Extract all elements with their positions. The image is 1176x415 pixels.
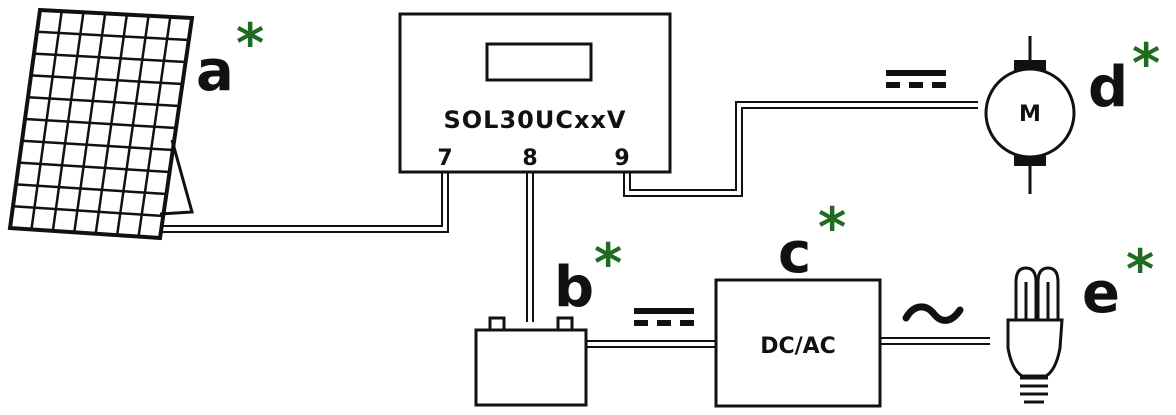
wire-inverter-to-lamp <box>880 337 990 345</box>
solar-panel-grid <box>12 10 189 237</box>
panel-grid-row-line <box>36 30 189 42</box>
panel-grid-row-line <box>21 139 173 152</box>
label-e: e <box>1082 261 1120 326</box>
wire-controller-to-motor <box>623 101 978 197</box>
wires <box>160 101 990 348</box>
wire-panel-to-controller <box>160 172 449 233</box>
panel-grid-row-line <box>18 161 170 174</box>
label-d: d <box>1088 55 1128 120</box>
battery-terminal-left <box>488 316 506 332</box>
solar-panel <box>7 7 195 241</box>
label-e-star: * <box>1126 238 1154 301</box>
panel-grid-row-line <box>30 74 183 86</box>
ac-symbol <box>902 303 964 324</box>
motor-body <box>984 67 1076 159</box>
dc-symbol-motor <box>886 70 946 88</box>
lamp-screw <box>1020 376 1048 404</box>
terminal-7-label: 7 <box>437 146 452 171</box>
component-labels: a * b * c * d * e * <box>196 12 1160 326</box>
controller-model-label: SOL30UCxxV <box>443 106 626 134</box>
lamp-tubes <box>1014 266 1060 320</box>
battery-body <box>474 328 588 407</box>
dc-symbol-battery <box>634 308 694 326</box>
inverter-label: DC/AC <box>760 334 836 359</box>
motor: M <box>984 36 1076 194</box>
lamp-base <box>1006 318 1064 378</box>
wire-battery-to-inverter <box>592 340 718 348</box>
inverter-body <box>714 278 882 408</box>
terminal-8-label: 8 <box>522 146 537 171</box>
motor-label: M <box>1019 102 1041 127</box>
inverter: DC/AC <box>714 278 882 408</box>
label-d-star: * <box>1132 32 1160 95</box>
panel-grid-row-line <box>33 52 186 64</box>
lamp <box>1006 266 1064 404</box>
charge-controller: SOL30UCxxV 7 8 9 <box>398 12 672 174</box>
panel-grid-row-line <box>24 117 177 130</box>
label-b-star: * <box>594 232 622 295</box>
label-a: a <box>196 39 234 104</box>
controller-body <box>398 12 672 174</box>
label-c-star: * <box>818 196 846 259</box>
label-c: c <box>778 221 811 286</box>
label-a-star: * <box>236 12 264 75</box>
panel-grid-row-line <box>12 204 164 218</box>
solar-panel-stand <box>159 139 194 216</box>
label-b: b <box>554 255 594 320</box>
panel-grid-row-line <box>15 183 167 196</box>
terminal-9-label: 9 <box>614 146 629 171</box>
battery <box>474 316 588 407</box>
battery-terminal-right <box>556 316 574 332</box>
wire-controller-to-battery <box>526 172 534 322</box>
panel-grid-row-line <box>27 95 180 108</box>
controller-display <box>485 42 593 82</box>
